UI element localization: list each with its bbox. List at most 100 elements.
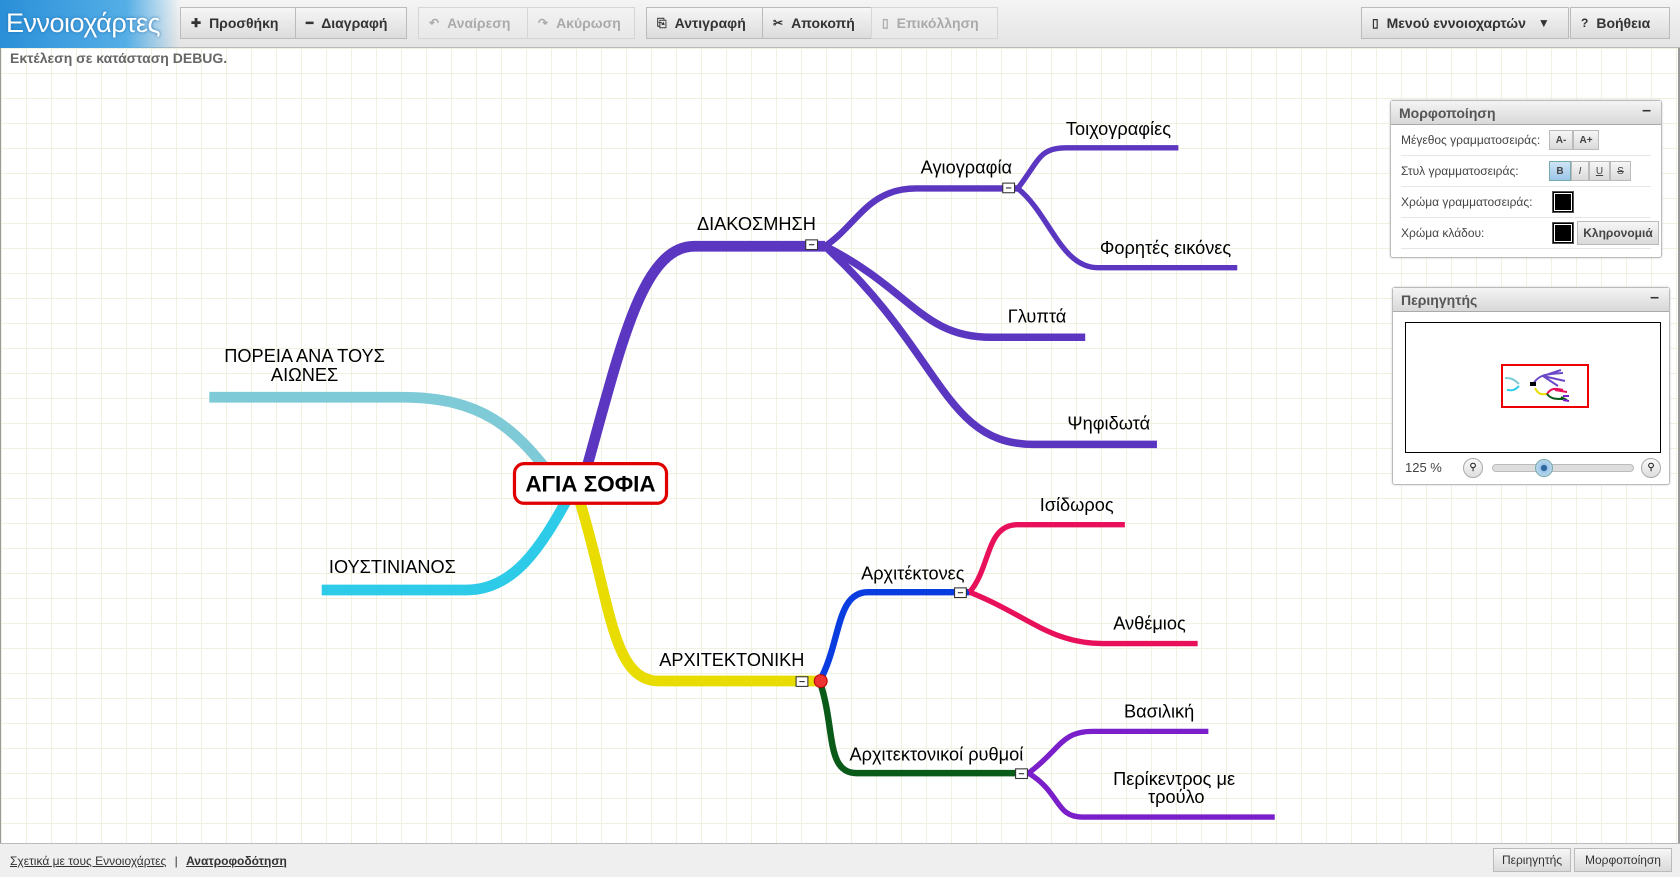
toolbar: Εννοιοχάρτες ✚Προσθήκη ━ Διαγραφή ↶ Αναίρε…: [0, 0, 1680, 48]
delete-label: Διαγραφή: [321, 15, 388, 31]
branches: [209, 145, 1275, 820]
inherit-button[interactable]: Κληρονομιά: [1577, 221, 1659, 245]
redo-button[interactable]: ↷ Ακύρωση: [527, 7, 635, 39]
node-ioustinianos[interactable]: ΙΟΥΣΤΙΝΙΑΝΟΣ: [329, 557, 456, 577]
node-poreia-line2[interactable]: ΑΙΩΝΕΣ: [271, 365, 338, 385]
center-node[interactable]: ΑΓΙΑ ΣΟΦΙΑ: [512, 462, 669, 505]
node-architektoniki[interactable]: ΑΡΧΙΤΕΚΤΟΝΙΚΗ: [659, 650, 804, 670]
copy-label: Αντιγραφή: [674, 15, 746, 31]
collapse-markers[interactable]: [795, 182, 1028, 780]
scissors-icon: ✂: [773, 16, 784, 30]
minus-icon: ━: [306, 16, 314, 30]
node-diakosmisi[interactable]: ΔΙΑΚΟΣΜΗΣΗ: [697, 214, 816, 234]
branch-poreia[interactable]: [209, 391, 557, 480]
redo-icon: ↷: [538, 16, 549, 30]
branch-ioustinianos[interactable]: [321, 495, 573, 596]
format-panel: Μορφοποίηση– Μέγεθος γραμματοσειράς: A- …: [1390, 100, 1662, 258]
help-icon: ?: [1581, 16, 1589, 30]
zoom-level: 125 %: [1405, 460, 1442, 475]
font-color-label: Χρώμα γραμματοσειράς:: [1401, 195, 1533, 209]
branch-rythmoi[interactable]: [816, 680, 1029, 777]
italic-button[interactable]: I: [1571, 161, 1589, 181]
zoom-slider[interactable]: [1492, 459, 1634, 477]
separator: |: [174, 854, 178, 868]
navigator-header: Περιηγητής –: [1393, 288, 1669, 312]
undo-label: Αναίρεση: [447, 15, 511, 31]
navigator-title: Περιηγητής: [1401, 292, 1478, 308]
selection-dot[interactable]: [813, 674, 828, 689]
branch-isidoros[interactable]: [967, 522, 1125, 594]
feedback-link[interactable]: Ανατροφοδότηση: [186, 854, 287, 868]
font-color-picker[interactable]: [1552, 191, 1574, 213]
paste-label: Επικόλληση: [896, 15, 979, 31]
viewport-indicator[interactable]: [1501, 364, 1589, 408]
format-panel-title: Μορφοποίηση: [1399, 105, 1496, 121]
zoom-out-icon[interactable]: ⚲: [1463, 458, 1483, 478]
branch-color-label: Χρώμα κλάδου:: [1401, 226, 1485, 240]
clipboard-icon: ▯: [882, 16, 889, 30]
help-button[interactable]: ? Βοήθεια: [1570, 7, 1670, 39]
node-anthemios[interactable]: Ανθέμιος: [1113, 614, 1186, 634]
add-button[interactable]: ✚Προσθήκη: [180, 7, 296, 39]
minimize-button[interactable]: –: [1642, 102, 1651, 119]
node-forites[interactable]: Φορητές εικόνες: [1100, 238, 1232, 258]
node-perikentros-line2[interactable]: τρούλο: [1148, 787, 1205, 807]
node-glypta[interactable]: Γλυπτά: [1008, 306, 1067, 326]
font-style-label: Στυλ γραμματοσειράς:: [1401, 164, 1519, 178]
branch-vasiliki[interactable]: [1026, 728, 1209, 776]
node-toixografies[interactable]: Τοιχογραφίες: [1066, 119, 1171, 139]
undo-icon: ↶: [429, 16, 440, 30]
undo-button[interactable]: ↶ Αναίρεση: [418, 7, 528, 39]
node-psifidota[interactable]: Ψηφιδωτά: [1067, 413, 1150, 433]
node-rythmoi[interactable]: Αρχιτεκτονικοί ρυθμοί: [849, 744, 1023, 764]
navigator-preview[interactable]: [1405, 322, 1661, 453]
branch-color-picker[interactable]: [1552, 222, 1574, 244]
center-node-label: ΑΓΙΑ ΣΟΦΙΑ: [525, 472, 655, 497]
about-link[interactable]: Σχετικά με τους Εννοιοχάρτες: [10, 854, 167, 868]
zoom-slider-handle[interactable]: [1535, 459, 1553, 477]
copy-icon: ⎘: [657, 15, 667, 30]
branch-architektoniki[interactable]: [573, 496, 820, 687]
cut-label: Αποκοπή: [791, 15, 855, 31]
node-poreia[interactable]: ΠΟΡΕΙΑ ΑΝΑ ΤΟΥΣ: [224, 346, 385, 366]
delete-button[interactable]: ━ Διαγραφή: [295, 7, 407, 39]
node-agiografia[interactable]: Αγιογραφία: [921, 157, 1012, 177]
mindmap-menu-button[interactable]: ▯ Μενού εννοιοχαρτών ▼: [1361, 7, 1569, 39]
branch-psifidota[interactable]: [822, 243, 1157, 449]
font-increase-button[interactable]: A+: [1573, 130, 1599, 150]
underline-button[interactable]: U: [1589, 161, 1610, 181]
branch-perikentros[interactable]: [1027, 770, 1275, 820]
copy-button[interactable]: ⎘ Αντιγραφή: [646, 7, 763, 39]
document-icon: ▯: [1372, 16, 1379, 30]
node-isidoros[interactable]: Ισίδωρος: [1040, 495, 1114, 515]
format-panel-header: Μορφοποίηση –: [1391, 101, 1661, 125]
branch-glypta[interactable]: [823, 242, 1086, 342]
help-label: Βοήθεια: [1596, 15, 1651, 31]
chevron-down-icon: ▼: [1537, 16, 1550, 30]
format-toggle-button[interactable]: Μορφοποίηση: [1574, 848, 1672, 872]
node-vasiliki[interactable]: Βασιλική: [1124, 701, 1194, 721]
navigator-toggle-button[interactable]: Περιηγητής: [1493, 848, 1571, 872]
branch-agiografia[interactable]: [823, 185, 1018, 249]
branch-diakosmisi[interactable]: [582, 240, 826, 468]
node-architektones[interactable]: Αρχιτέκτονες: [861, 563, 965, 583]
menu-label: Μενού εννοιοχαρτών: [1386, 15, 1526, 31]
add-label: Προσθήκη: [209, 15, 279, 31]
strike-button[interactable]: S: [1610, 161, 1631, 181]
font-decrease-button[interactable]: A-: [1549, 130, 1573, 150]
branch-forites[interactable]: [1016, 186, 1238, 271]
minimap: [1504, 369, 1570, 402]
cut-button[interactable]: ✂ Αποκοπή: [762, 7, 872, 39]
paste-button[interactable]: ▯ Επικόλληση: [871, 7, 998, 39]
branch-toixografies[interactable]: [1015, 145, 1179, 191]
redo-label: Ακύρωση: [556, 15, 621, 31]
zoom-in-icon[interactable]: ⚲: [1641, 458, 1661, 478]
node-perikentros[interactable]: Περίκεντρος με: [1113, 769, 1235, 789]
branch-architektones[interactable]: [816, 588, 970, 683]
branch-anthemios[interactable]: [968, 589, 1198, 647]
bold-button[interactable]: B: [1549, 161, 1571, 181]
footer: Σχετικά με τους Εννοιοχάρτες | Ανατροφοδ…: [0, 843, 1680, 877]
minimize-button[interactable]: –: [1650, 289, 1659, 306]
app-logo: Εννοιοχάρτες: [0, 0, 180, 48]
